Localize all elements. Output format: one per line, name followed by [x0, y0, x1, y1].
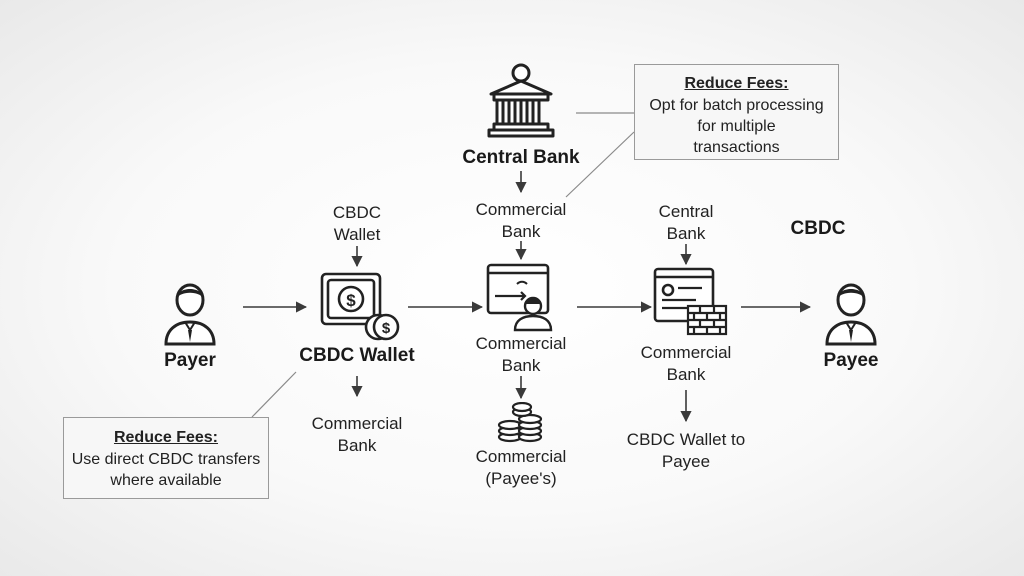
note-bottom-line: where available: [110, 472, 222, 489]
reduce-fees-note-bottom: Reduce Fees: Use direct CBDC transfers w…: [63, 417, 269, 499]
reduce-fees-note-top: Reduce Fees: Opt for batch processing fo…: [634, 64, 839, 160]
bank-terminal-icon: [486, 263, 553, 332]
commercial-bank-label: Commercial Bank: [475, 334, 567, 375]
svg-text:$: $: [382, 320, 391, 337]
note-top-line: transactions: [693, 139, 780, 156]
bank-firewall-icon: [653, 267, 728, 336]
central-bank-icon: [487, 63, 555, 138]
cbdc-wallet-output-label: Commercial Bank: [311, 414, 403, 455]
wallet-safe-icon: $ $: [320, 272, 400, 341]
payer-label: Payer: [164, 350, 216, 371]
payee-cbdc-label: CBDC: [790, 218, 846, 239]
note-connector-bottom: [251, 371, 297, 418]
central-bank-input-label: Central Bank: [658, 202, 714, 243]
payee-label: Payee: [823, 350, 879, 371]
cbdc-wallet-to-payee-label: CBDC Wallet to Payee: [626, 430, 746, 471]
payer-person-icon: [164, 283, 216, 346]
commercial-payee-label: Commercial (Payee's): [475, 447, 567, 488]
central-bank-label: Central Bank: [462, 147, 580, 168]
note-bottom-title: Reduce Fees:: [113, 429, 219, 446]
note-bottom-line: Use direct CBDC transfers: [71, 451, 261, 468]
cbdc-wallet-input-label: CBDC Wallet: [332, 203, 382, 244]
note-connector-top: [565, 131, 635, 198]
payee-person-icon: [825, 283, 877, 346]
note-top-line: Opt for batch processing: [649, 97, 824, 114]
note-top-line: for multiple: [697, 118, 776, 135]
cbdc-wallet-label: CBDC Wallet: [299, 345, 415, 366]
commercial-bank-input-label: Commercial Bank: [475, 200, 567, 241]
note-top-title: Reduce Fees:: [684, 75, 789, 92]
svg-text:$: $: [346, 291, 356, 310]
commercial-bank-2-label: Commercial Bank: [640, 343, 732, 384]
coin-stack-icon: [497, 402, 543, 443]
